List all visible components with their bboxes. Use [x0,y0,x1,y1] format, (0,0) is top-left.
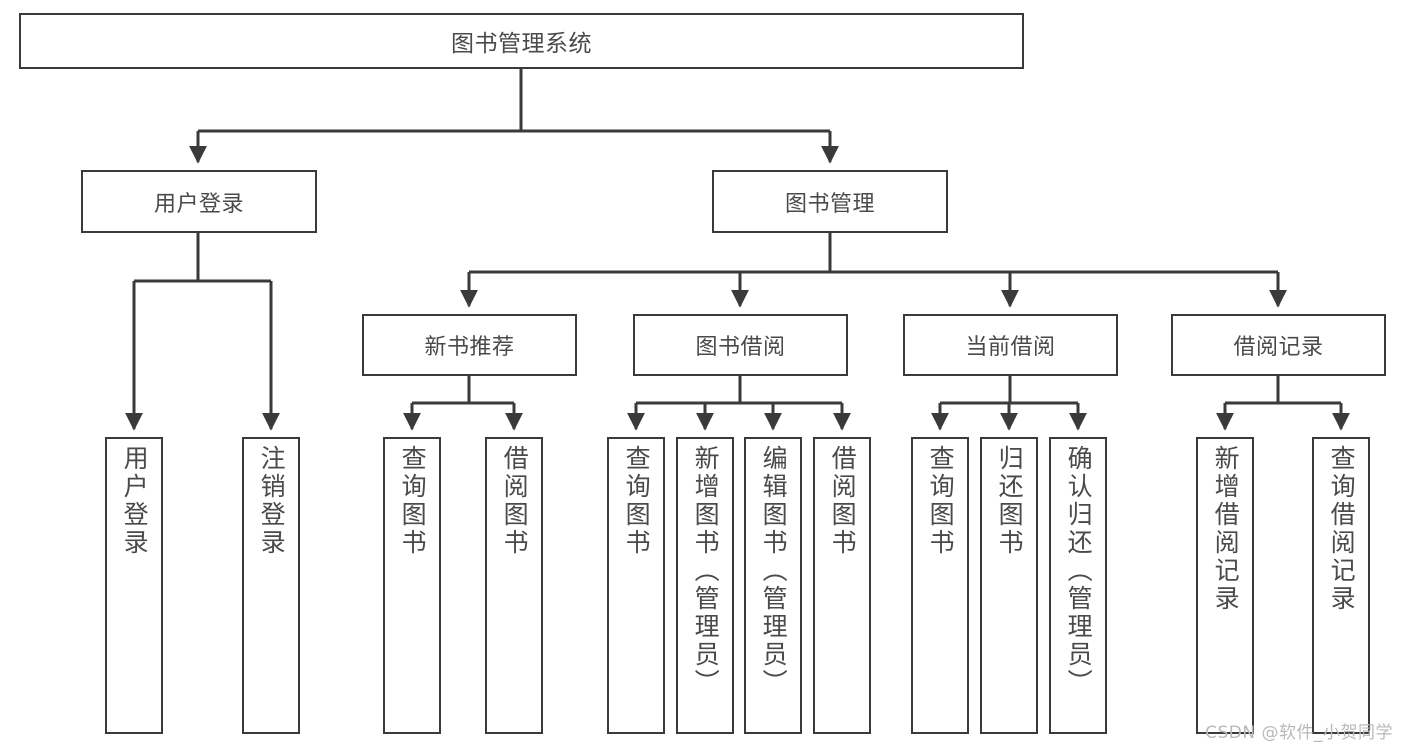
node-new-book-recommend-label: 新书推荐 [424,335,515,360]
node-current-borrow[interactable]: 当前借阅 [903,314,1118,376]
node-leaf-return-book[interactable]: 归还图书 [980,437,1038,734]
node-leaf-query-book-3[interactable]: 查询图书 [911,437,969,734]
node-leaf-query-book-2[interactable]: 查询图书 [607,437,665,734]
node-leaf-edit-book-admin-label: 编辑图书（管理员） [759,445,789,697]
node-leaf-query-book-1-label: 查询图书 [398,445,428,557]
node-root-system[interactable]: 图书管理系统 [19,13,1024,69]
watermark-text: CSDN @软件_小贺同学 [1205,723,1393,743]
node-leaf-query-book-3-label: 查询图书 [926,445,956,557]
node-book-management[interactable]: 图书管理 [712,170,948,233]
node-current-borrow-label: 当前借阅 [965,335,1056,360]
node-leaf-query-book-2-label: 查询图书 [622,445,652,557]
node-leaf-edit-book-admin[interactable]: 编辑图书（管理员） [744,437,802,734]
node-leaf-query-borrow-record-label: 查询借阅记录 [1327,445,1357,613]
node-borrow-record-label: 借阅记录 [1233,335,1324,360]
node-leaf-query-book-1[interactable]: 查询图书 [383,437,441,734]
node-leaf-confirm-return-admin[interactable]: 确认归还（管理员） [1049,437,1107,734]
node-leaf-user-login[interactable]: 用户登录 [105,437,163,734]
node-leaf-user-login-label: 用户登录 [120,445,150,557]
node-leaf-return-book-label: 归还图书 [995,445,1025,557]
node-leaf-borrow-book-1-label: 借阅图书 [500,445,530,557]
node-new-book-recommend[interactable]: 新书推荐 [362,314,577,376]
node-leaf-logout[interactable]: 注销登录 [242,437,300,734]
node-leaf-borrow-book-2-label: 借阅图书 [828,445,858,557]
node-book-borrow[interactable]: 图书借阅 [633,314,848,376]
node-leaf-borrow-book-2[interactable]: 借阅图书 [813,437,871,734]
node-borrow-record[interactable]: 借阅记录 [1171,314,1386,376]
node-user-login-label: 用户登录 [153,191,244,217]
node-leaf-query-borrow-record[interactable]: 查询借阅记录 [1312,437,1370,734]
node-leaf-borrow-book-1[interactable]: 借阅图书 [485,437,543,734]
node-root-system-label: 图书管理系统 [451,31,592,57]
node-leaf-logout-label: 注销登录 [257,445,287,557]
node-leaf-add-borrow-record[interactable]: 新增借阅记录 [1196,437,1254,734]
node-leaf-add-borrow-record-label: 新增借阅记录 [1211,445,1241,613]
node-leaf-confirm-return-admin-label: 确认归还（管理员） [1064,445,1094,697]
node-book-borrow-label: 图书借阅 [695,335,786,360]
node-user-login[interactable]: 用户登录 [81,170,317,233]
node-leaf-add-book-admin[interactable]: 新增图书（管理员） [676,437,734,734]
node-leaf-add-book-admin-label: 新增图书（管理员） [691,445,721,697]
node-book-management-label: 图书管理 [784,191,875,217]
